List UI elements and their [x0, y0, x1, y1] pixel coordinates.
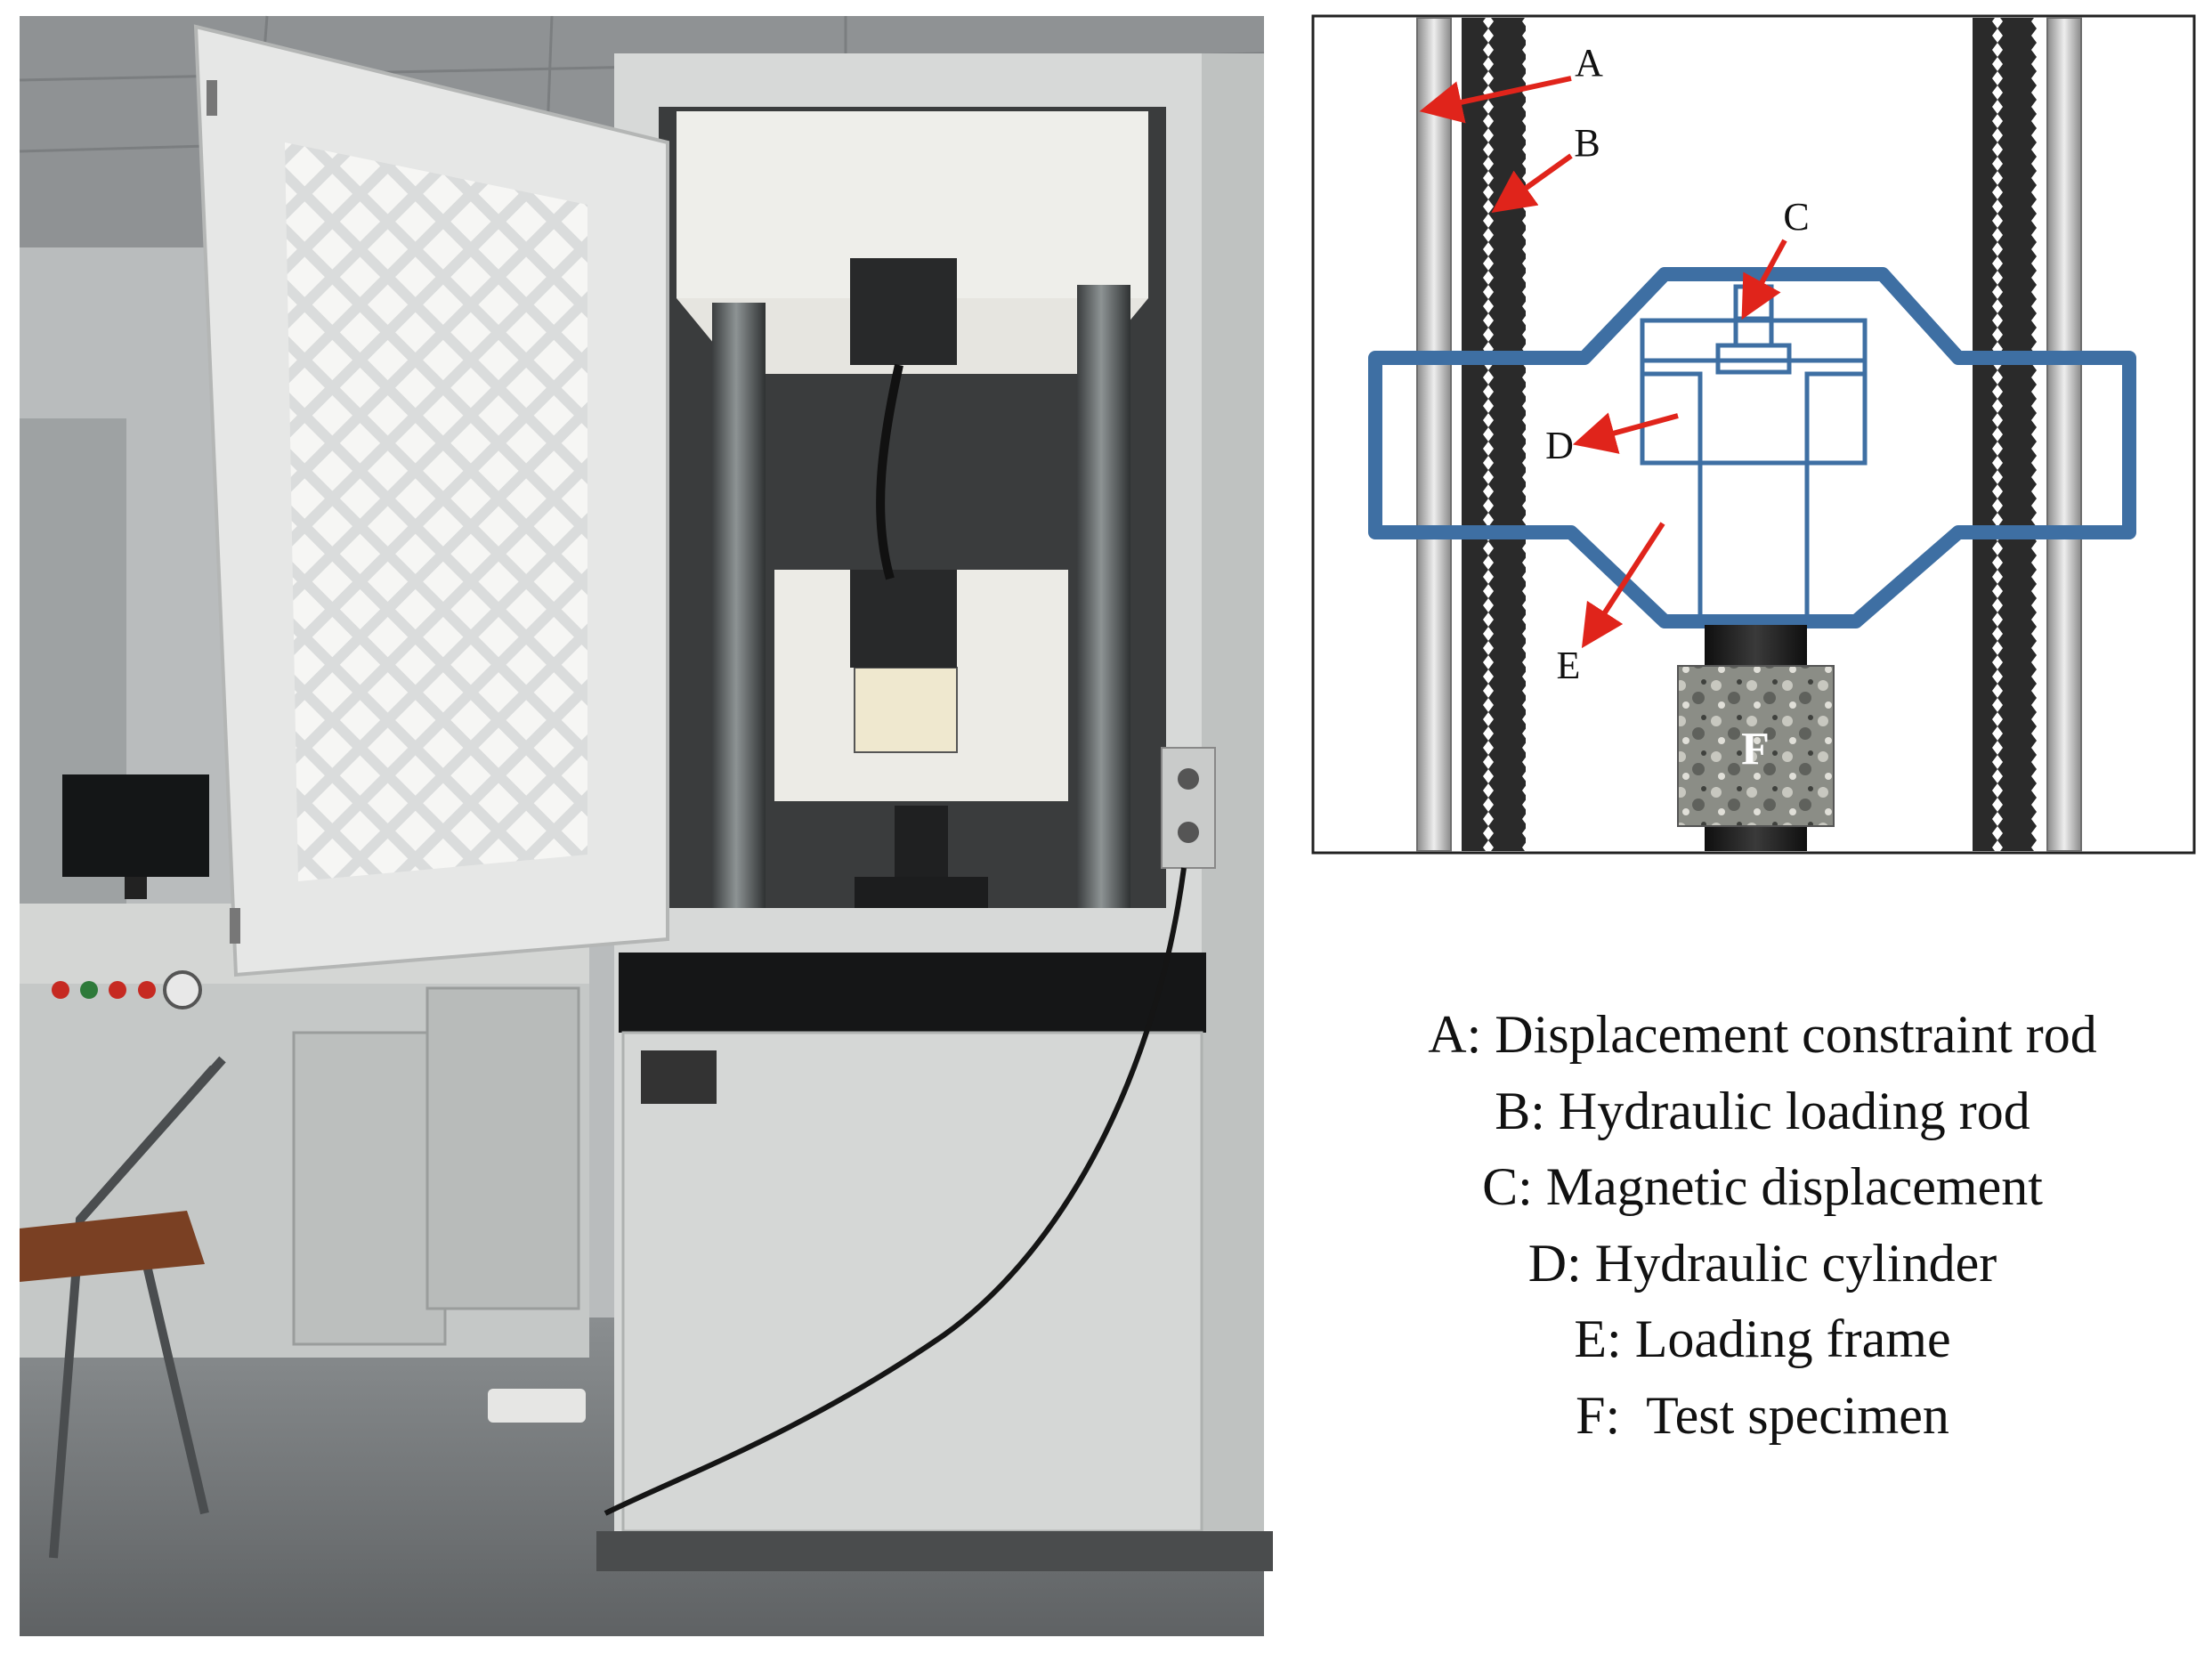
legend: A: Displacement constraint rod B: Hydrau… [1317, 997, 2208, 1454]
legend-item-c: C: Magnetic displacement [1482, 1157, 2043, 1216]
loading-frame [1368, 267, 2136, 628]
label-a: A [1575, 41, 1603, 85]
legend-item-e: E: Loading frame [1574, 1309, 1951, 1368]
test-specimen [1677, 665, 1835, 827]
photo-scene [19, 15, 1273, 1636]
arrow-d [1572, 412, 1679, 454]
legend-item-a: A: Displacement constraint rod [1428, 1005, 2097, 1064]
legend-item-d: D: Hydraulic cylinder [1527, 1233, 1997, 1293]
magnetic-displacement-sensor [1733, 284, 1774, 321]
displacement-constraint-rod-left [1416, 17, 1452, 852]
label-b: B [1574, 121, 1600, 165]
legend-item-f: F: Test specimen [1576, 1385, 1949, 1445]
arrow-a [1419, 76, 1572, 124]
label-e: E [1557, 644, 1581, 687]
arrow-c [1741, 239, 1787, 320]
label-d: D [1545, 424, 1574, 467]
hydraulic-loading-rod-right [1973, 18, 2037, 851]
arrow-e [1581, 522, 1665, 649]
displacement-constraint-rod-right [2046, 17, 2082, 852]
leader-arrows [1419, 76, 1787, 649]
label-c: C [1783, 195, 1809, 239]
legend-item-b: B: Hydraulic loading rod [1495, 1081, 2030, 1140]
arrow-b [1491, 153, 1573, 213]
label-f: F [1741, 724, 1770, 774]
hydraulic-loading-rod-left [1462, 18, 1526, 851]
